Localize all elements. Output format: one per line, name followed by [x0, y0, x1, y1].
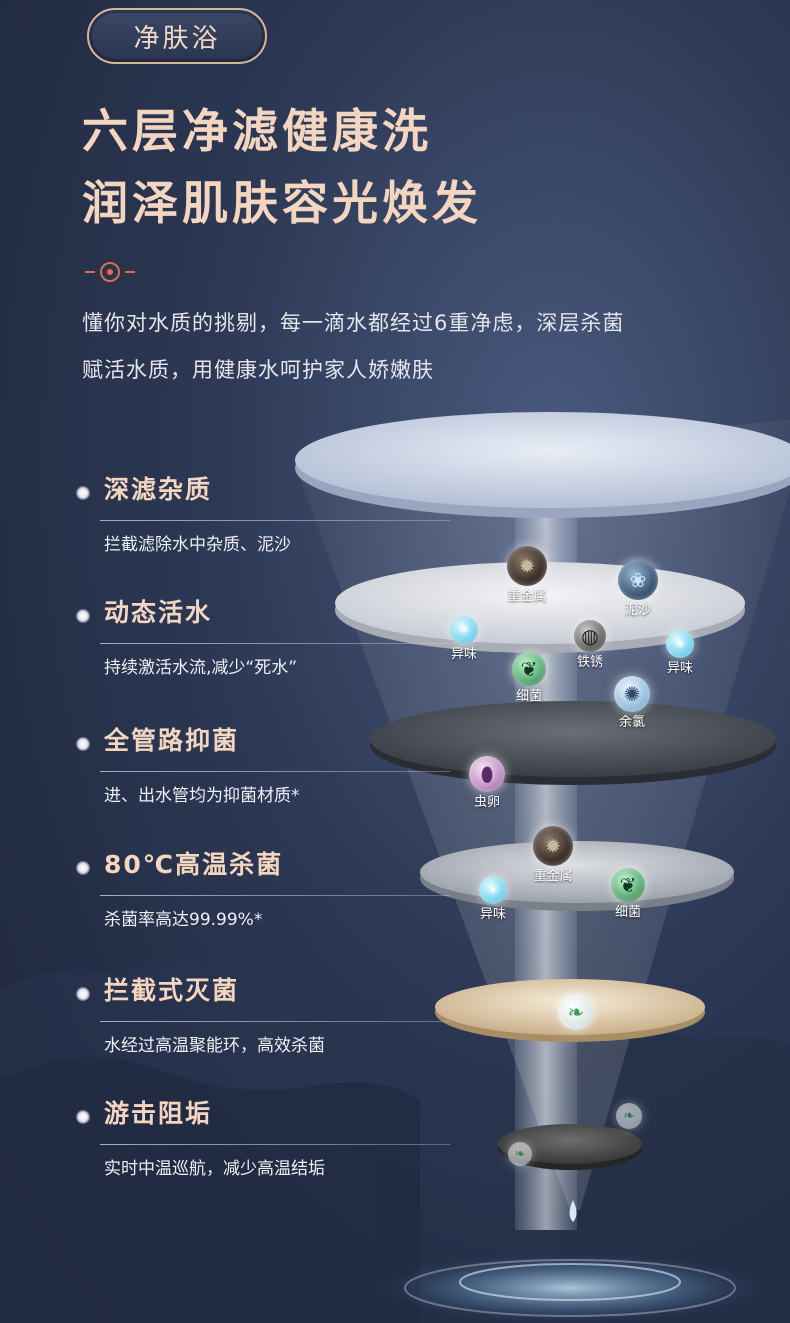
particle-bacteria: ❦ 细菌 — [474, 652, 584, 703]
feature-desc: 实时中温巡航，减少高温结垢 — [104, 1159, 325, 1179]
divider — [100, 520, 450, 521]
particle-label: 异味 — [450, 647, 477, 662]
heavy-metal-icon: ✹ — [507, 546, 547, 586]
badge-label: 净肤浴 — [133, 23, 221, 54]
particle-label: 重金属 — [507, 589, 547, 604]
bullet-dot-icon — [76, 737, 90, 751]
feature-desc: 进、出水管均为抑菌材质* — [104, 786, 300, 806]
intro-line-2: 赋活水质，用健康水呵护家人娇嫩肤 — [82, 358, 434, 382]
leaf-icon: ❧ — [558, 994, 594, 1030]
particle-heavy-metal: ✹ 重金属 — [472, 546, 582, 603]
feature-title: 游击阻垢 — [104, 1099, 213, 1128]
bacteria-icon: ❦ — [512, 652, 546, 686]
leaf-decoration: ❧ — [465, 1142, 575, 1166]
divider — [100, 643, 450, 644]
feature-desc: 杀菌率高达99.99%* — [104, 910, 263, 930]
feature-desc: 水经过高温聚能环，高效杀菌 — [104, 1036, 325, 1056]
particle-heavy-metal: ✹ 重金属 — [498, 826, 608, 883]
bullet-dot-icon — [76, 486, 90, 500]
odor-icon: ∗ — [450, 616, 478, 644]
feature-title: 80℃高温杀菌 — [104, 850, 284, 879]
feature-desc: 拦截滤除水中杂质、泥沙 — [104, 535, 291, 555]
bullet-dot-icon — [76, 987, 90, 1001]
divider — [100, 771, 450, 772]
headline-line-2: 润泽肌肤容光焕发 — [82, 176, 482, 230]
particle-bacteria: ❦ 细菌 — [573, 868, 683, 919]
filter-cone-illustration — [295, 412, 790, 1323]
particle-sand: ❀ 泥沙 — [583, 560, 693, 617]
odor-icon: ∗ — [479, 876, 507, 904]
egg-icon: ⬮ — [469, 756, 505, 792]
particle-label: 泥沙 — [624, 603, 651, 618]
bullet-dot-icon — [76, 609, 90, 623]
bullet-dot-icon — [76, 861, 90, 875]
leaf-icon: ❧ — [508, 1142, 532, 1166]
particle-label: 虫卵 — [473, 795, 500, 810]
divider — [100, 1144, 450, 1145]
target-ornament-icon — [85, 262, 135, 282]
particle-egg: ⬮ 虫卵 — [432, 756, 542, 809]
particle-label: 重金属 — [533, 869, 573, 884]
chlorine-icon: ✺ — [614, 676, 650, 712]
intro-line-1: 懂你对水质的挑剔，每一滴水都经过6重净虑，深层杀菌 — [82, 311, 625, 335]
particle-label: 余氯 — [618, 715, 645, 730]
particle-rust: ◍ 铁锈 — [535, 620, 645, 669]
bullet-dot-icon — [76, 1110, 90, 1124]
particle-odor: ∗ 异味 — [438, 876, 548, 921]
particle-label: 异味 — [666, 661, 693, 676]
feature-title: 深滤杂质 — [104, 475, 213, 504]
feature-title: 拦截式灭菌 — [104, 976, 240, 1005]
sand-icon: ❀ — [618, 560, 658, 600]
particle-label: 细菌 — [515, 689, 542, 704]
bacteria-icon: ❦ — [611, 868, 645, 902]
feature-title: 动态活水 — [104, 598, 213, 627]
category-badge: 净肤浴 — [87, 8, 267, 64]
odor-icon: ∗ — [666, 630, 694, 658]
heavy-metal-icon: ✹ — [533, 826, 573, 866]
leaf-decoration: ❧ — [521, 994, 631, 1030]
feature-title: 全管路抑菌 — [104, 726, 240, 755]
particle-label: 铁锈 — [576, 655, 603, 670]
divider — [100, 895, 450, 896]
particle-odor: ∗ 异味 — [409, 616, 519, 661]
particle-label: 异味 — [479, 907, 506, 922]
particle-chlorine: ✺ 余氯 — [577, 676, 687, 729]
feature-desc: 持续激活水流,减少“死水” — [104, 658, 298, 678]
headline-line-1: 六层净滤健康洗 — [82, 104, 432, 158]
leaf-decoration: ❧ — [574, 1103, 684, 1129]
leaf-icon: ❧ — [616, 1103, 642, 1129]
divider — [100, 1021, 450, 1022]
particle-odor: ∗ 异味 — [625, 630, 735, 675]
particle-label: 细菌 — [614, 905, 641, 920]
rust-icon: ◍ — [574, 620, 606, 652]
